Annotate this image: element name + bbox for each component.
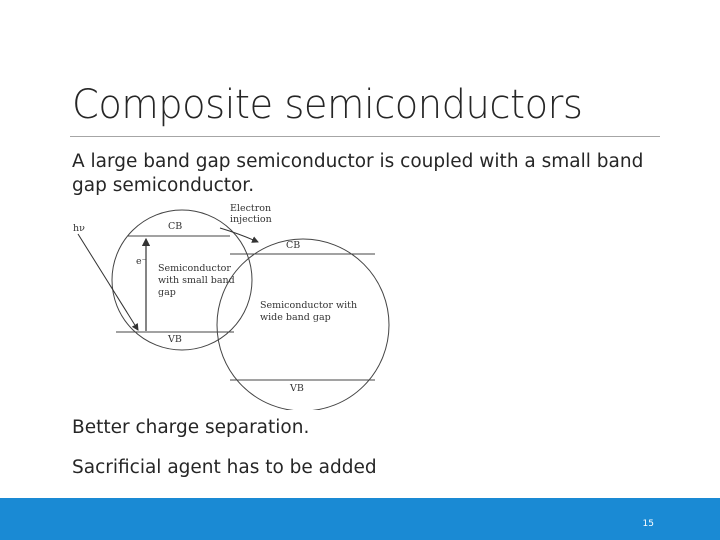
electron-injection-label-2: injection (230, 214, 272, 225)
small-cb-label: CB (168, 221, 182, 232)
title-divider (70, 136, 660, 137)
page-number: 15 (642, 519, 654, 529)
electron-injection-arrow (219, 227, 259, 243)
small-gap-label-1: Semiconductor (158, 263, 231, 274)
wide-gap-label-2: wide band gap (260, 312, 331, 323)
composite-semiconductor-diagram: hν e⁻ Electron injection CB CB VB VB Sem… (73, 203, 390, 410)
footer-bar (0, 498, 720, 540)
body-paragraph-charge: Better charge separation. (72, 417, 310, 438)
electron-label: e⁻ (136, 256, 147, 267)
body-paragraph-sacrificial: Sacrificial agent has to be added (72, 457, 377, 478)
small-vb-label: VB (167, 334, 182, 345)
slide-title: Composite semiconductors (72, 82, 583, 128)
electron-injection-label-1: Electron (230, 203, 271, 214)
wide-gap-label-1: Semiconductor with (260, 300, 357, 311)
small-gap-circle (111, 209, 253, 351)
wide-vb-label: VB (289, 383, 304, 394)
photon-arrow (77, 233, 139, 331)
small-gap-label-2: with small band (158, 275, 235, 286)
body-paragraph-intro: A large band gap semiconductor is couple… (72, 151, 644, 196)
wide-gap-circle (216, 238, 390, 410)
wide-cb-label: CB (286, 240, 300, 251)
small-gap-label-3: gap (158, 287, 176, 298)
photon-label: hν (73, 223, 85, 234)
